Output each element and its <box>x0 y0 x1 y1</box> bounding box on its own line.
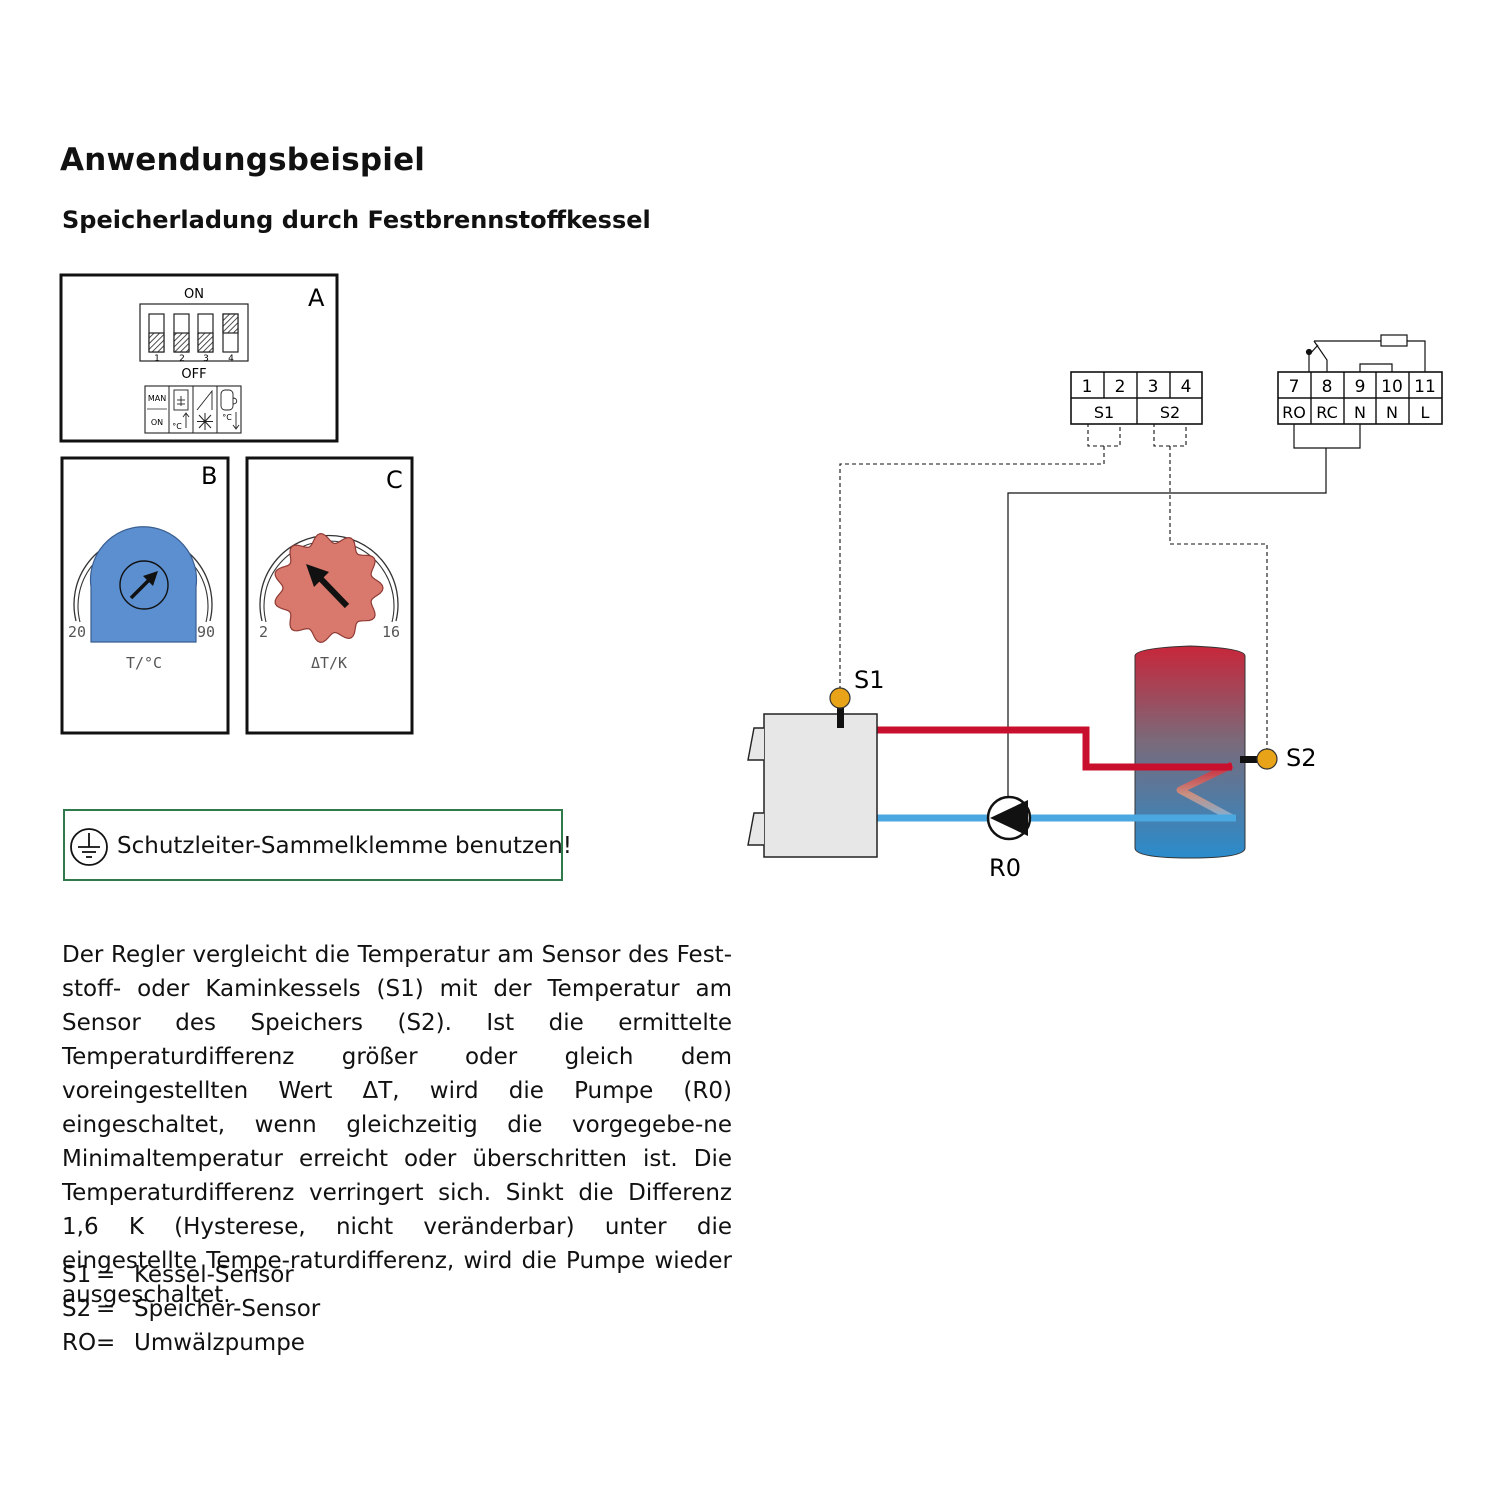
dip-switch-2 <box>173 313 190 353</box>
dip-number-3: 3 <box>203 354 209 364</box>
panel-a: A ON 1 2 3 4 OFF MAN <box>59 273 339 443</box>
sensor-terminal-block: 1 2 3 4 S1 S2 <box>1070 371 1203 425</box>
boiler-thermostat-icon: °C <box>172 389 190 431</box>
s2-sensor-wire <box>1169 446 1268 750</box>
dip-on-label: ON <box>184 287 204 302</box>
description-paragraph: Der Regler vergleicht die Temperatur am … <box>62 942 732 1308</box>
sensor-terminal-4: 4 <box>1181 377 1192 397</box>
legend-key: S2 <box>62 1296 92 1322</box>
panel-b: B 20 90 T/°C <box>60 456 230 735</box>
power-terminal-7: 7 <box>1289 377 1300 397</box>
s1-label: S1 <box>854 666 885 694</box>
pump-power-wire <box>1007 448 1327 800</box>
sensor-terminal-label-s1: S1 <box>1094 403 1114 422</box>
dial-b-unit: T/°C <box>126 654 162 672</box>
power-terminal-label-rc: RC <box>1316 403 1338 422</box>
temperature-pointer-arrow-icon <box>143 571 158 586</box>
s1-sensor <box>829 687 851 709</box>
power-terminal-10: 10 <box>1381 377 1403 397</box>
power-terminal-11: 11 <box>1414 377 1436 397</box>
legend-value: Umwälzpumpe <box>134 1330 305 1356</box>
dial-c-unit: ΔT/K <box>311 654 347 672</box>
sensor-terminal-2: 2 <box>1115 377 1126 397</box>
protective-earth-icon <box>70 828 108 866</box>
sensor-terminal-1: 1 <box>1082 377 1093 397</box>
protective-earth-note: Schutzleiter-Sammelklemme benutzen! <box>63 809 572 881</box>
dip-switch-3 <box>197 313 214 353</box>
legend-key: S1 <box>62 1262 92 1288</box>
power-terminal-label-n1: N <box>1354 403 1366 422</box>
storage-tank <box>1134 645 1246 859</box>
dip-switch-4 <box>222 313 239 353</box>
power-terminal-8: 8 <box>1322 377 1333 397</box>
sensor-wiring <box>839 423 1268 750</box>
panel-b-letter: B <box>201 462 217 490</box>
frost-protection-icon <box>196 389 213 430</box>
power-terminal-block: 7 8 9 10 11 RO RC N N L <box>1277 334 1443 449</box>
s2-sensor <box>1256 748 1278 770</box>
dial-c-max: 16 <box>382 623 400 641</box>
temperature-knob-center <box>119 560 169 610</box>
s2-sensor-stem <box>1240 756 1257 763</box>
legend-equals: = <box>96 1262 116 1288</box>
dial-c-scale-outer <box>259 534 399 622</box>
boiler <box>747 713 878 858</box>
legend-equals: = <box>96 1330 116 1356</box>
legend-value: Kessel-Sensor <box>134 1262 294 1288</box>
legend-item: S1 = Kessel-Sensor <box>62 1258 320 1292</box>
dip-off-label: OFF <box>181 367 206 382</box>
storage-thermostat-icon: °C <box>220 389 240 430</box>
legend-value: Speicher-Sensor <box>134 1296 321 1322</box>
panel-c: C 2 16 ΔT/K <box>245 456 414 735</box>
dial-c-min: 2 <box>259 623 268 641</box>
power-terminal-label-n2: N <box>1386 403 1398 422</box>
delta-t-pointer-shaft <box>317 575 350 609</box>
power-terminal-label-ro: RO <box>1282 403 1306 422</box>
pump-direction-arrow-icon <box>990 800 1028 836</box>
s1-sensor-wire <box>839 446 1105 688</box>
power-terminal-9: 9 <box>1355 377 1366 397</box>
pump-label: R0 <box>989 854 1021 882</box>
panel-c-letter: C <box>386 466 403 494</box>
legend-equals: = <box>96 1296 116 1322</box>
page-title: Anwendungsbeispiel <box>60 142 426 178</box>
page-subtitle: Speicherladung durch Festbrennstoffkesse… <box>62 206 651 234</box>
s2-label: S2 <box>1286 744 1317 772</box>
s1-sensor-stem <box>837 702 844 728</box>
dip-number-4: 4 <box>228 354 234 364</box>
boiler-door-upper <box>747 727 764 761</box>
panel-b-frame <box>60 456 230 735</box>
mode-degc-label-1: °C <box>172 422 182 431</box>
legend-item: S2 = Speicher-Sensor <box>62 1292 320 1326</box>
mode-symbols: MAN ON °C <box>144 385 242 434</box>
power-terminal-label-l: L <box>1421 403 1430 422</box>
temperature-pointer-shaft <box>129 577 152 600</box>
protective-earth-note-text: Schutzleiter-Sammelklemme benutzen! <box>117 833 572 859</box>
dip-switch-1 <box>148 313 165 353</box>
dip-number-2: 2 <box>179 354 185 364</box>
panel-a-frame <box>59 273 339 443</box>
ro-n-bridge <box>1293 424 1361 449</box>
circulation-pump <box>986 795 1032 841</box>
hot-flow-pipe <box>877 726 1232 771</box>
legend-item: RO = Umwälzpumpe <box>62 1326 320 1360</box>
mode-on-label: ON <box>151 418 163 427</box>
sensor-terminal-label-s2: S2 <box>1160 403 1180 422</box>
panel-c-frame <box>245 456 414 735</box>
dip-switch-block <box>139 303 249 362</box>
panel-a-letter: A <box>308 284 325 312</box>
dial-b-min: 20 <box>68 623 86 641</box>
dip-number-1: 1 <box>154 354 160 364</box>
dial-b-max: 90 <box>197 623 215 641</box>
legend-key: RO <box>62 1330 97 1356</box>
sensor-terminal-3: 3 <box>1148 377 1159 397</box>
mode-man-label: MAN <box>148 394 166 403</box>
boiler-door-lower <box>747 812 764 846</box>
heat-exchanger-coil <box>1176 761 1234 822</box>
legend-list: S1 = Kessel-Sensor S2 = Speicher-Sensor … <box>62 1258 320 1360</box>
relay-wiring <box>1305 334 1426 372</box>
delta-t-pointer-arrow-icon <box>306 564 329 587</box>
mode-degc-label-2: °C <box>222 413 232 422</box>
